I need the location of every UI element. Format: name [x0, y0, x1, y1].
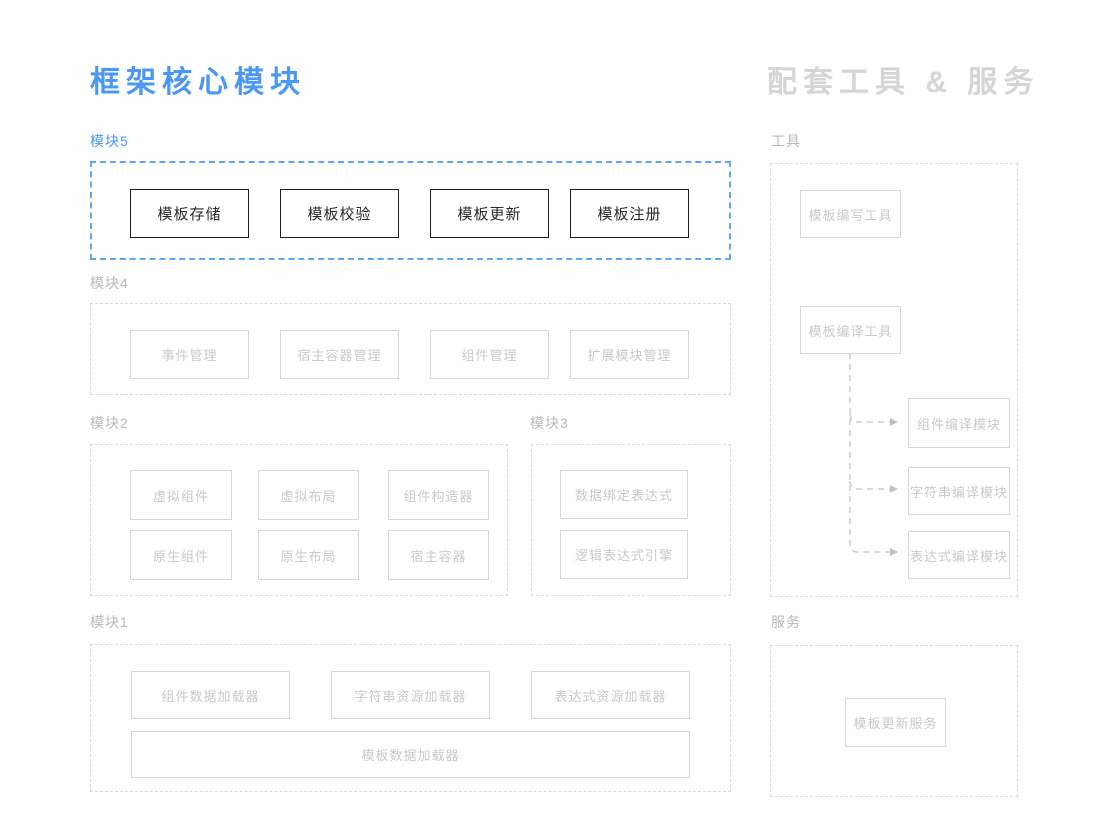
box-event-management: 事件管理	[130, 330, 249, 379]
box-template-validation: 模板校验	[280, 189, 399, 238]
page-title: 框架核心模块	[90, 66, 306, 99]
box-component-compile-module: 组件编译模块	[908, 398, 1010, 448]
services-label: 服务	[771, 614, 801, 630]
services-group: 模板更新服务	[770, 645, 1018, 797]
box-template-storage: 模板存储	[130, 189, 249, 238]
module1-label: 模块1	[90, 614, 129, 630]
box-component-data-loader: 组件数据加载器	[131, 671, 290, 719]
box-component-constructor: 组件构造器	[388, 470, 489, 520]
box-template-update: 模板更新	[430, 189, 549, 238]
box-template-data-loader: 模板数据加载器	[131, 731, 690, 778]
module5-label: 模块5	[90, 133, 129, 149]
module5-group: 模板存储 模板校验 模板更新 模板注册	[90, 161, 731, 260]
box-host-container: 宿主容器	[388, 530, 489, 580]
module2-group: 虚拟组件 虚拟布局 组件构造器 原生组件 原生布局 宿主容器	[90, 444, 508, 596]
module1-group: 组件数据加载器 字符串资源加载器 表达式资源加载器 模板数据加载器	[90, 644, 731, 792]
module3-group: 数据绑定表达式 逻辑表达式引擎	[531, 444, 731, 596]
box-template-compiler-tool: 模板编译工具	[800, 306, 901, 354]
box-host-container-management: 宿主容器管理	[280, 330, 399, 379]
box-template-register: 模板注册	[570, 189, 689, 238]
right-title: 配套工具 & 服务	[767, 66, 1040, 99]
tools-group: 模板编写工具 模板编译工具 组件编译模块 字符串编译模块 表达式编译模块	[770, 163, 1018, 597]
box-expression-compile-module: 表达式编译模块	[908, 531, 1010, 579]
box-virtual-layout: 虚拟布局	[258, 470, 359, 520]
box-extension-module-management: 扩展模块管理	[570, 330, 689, 379]
box-native-component: 原生组件	[130, 530, 232, 580]
box-logic-expression-engine: 逻辑表达式引擎	[560, 530, 688, 579]
box-virtual-component: 虚拟组件	[130, 470, 232, 520]
tools-label: 工具	[771, 133, 801, 149]
box-template-writer-tool: 模板编写工具	[800, 190, 901, 238]
box-component-management: 组件管理	[430, 330, 549, 379]
box-native-layout: 原生布局	[258, 530, 359, 580]
box-template-update-service: 模板更新服务	[845, 698, 946, 747]
module4-label: 模块4	[90, 275, 129, 291]
box-data-binding-expression: 数据绑定表达式	[560, 470, 688, 519]
box-expression-resource-loader: 表达式资源加载器	[531, 671, 690, 719]
box-string-resource-loader: 字符串资源加载器	[331, 671, 490, 719]
box-string-compile-module: 字符串编译模块	[908, 467, 1010, 515]
module4-group: 事件管理 宿主容器管理 组件管理 扩展模块管理	[90, 303, 731, 395]
connector-lines	[849, 353, 898, 556]
module2-label: 模块2	[90, 415, 129, 431]
module3-label: 模块3	[530, 415, 569, 431]
